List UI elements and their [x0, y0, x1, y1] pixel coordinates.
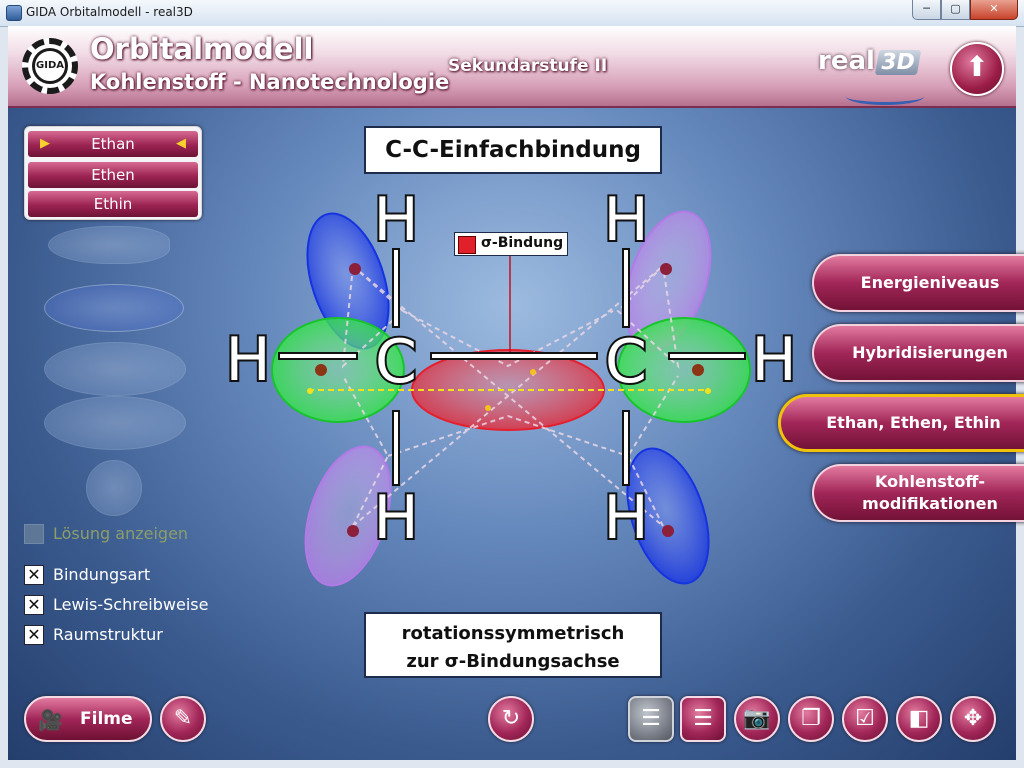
window-toggle-button[interactable]: ◧: [896, 696, 942, 742]
lewis-label: Lewis-Schreibweise: [53, 595, 209, 614]
gida-logo: GIDA: [22, 38, 78, 94]
checklist-button[interactable]: ☑: [842, 696, 888, 742]
camera-icon: 📷: [743, 706, 771, 731]
orbital-thumb-s[interactable]: [86, 460, 142, 516]
sigma-legend: σ-Bindung: [454, 232, 568, 256]
window-controls: ─ ▢ ✕: [912, 0, 1018, 20]
selector-item-ethan[interactable]: ▶ Ethan ◀: [28, 131, 198, 157]
reset-button[interactable]: ↻: [488, 696, 534, 742]
window-title: GIDA Orbitalmodell - real3D: [26, 5, 193, 19]
menu-label: Ethan, Ethen, Ethin: [826, 413, 1001, 432]
bindungsart-checkbox[interactable]: ✕: [24, 565, 44, 585]
school-level: Sekundarstufe II: [448, 56, 608, 76]
atom-c-right: C: [605, 327, 647, 397]
orbital-green-right: [617, 317, 751, 423]
up-button[interactable]: ⬆: [950, 42, 1004, 96]
copy-icon: ❐: [801, 706, 821, 731]
window-toggle-icon: ◧: [908, 706, 930, 731]
orbital-thumb-sigma[interactable]: [44, 284, 184, 332]
ethane-orbital-diagram[interactable]: H H H C C H H H: [8, 26, 1016, 760]
copy-button[interactable]: ❐: [788, 696, 834, 742]
app-icon: [6, 5, 22, 21]
app-title: Orbitalmodell: [90, 32, 314, 66]
selector-item-label: Ethen: [91, 166, 135, 184]
window-titlebar: GIDA Orbitalmodell - real3D ─ ▢ ✕: [0, 0, 1024, 27]
gida-logo-text: GIDA: [32, 48, 68, 84]
orbital-violet-left: [304, 445, 392, 587]
reset-icon: ↻: [501, 706, 521, 731]
menu-hybridisierungen[interactable]: Hybridisierungen: [812, 324, 1024, 382]
lewis-checkbox[interactable]: ✕: [24, 595, 44, 615]
app-subtitle: Kohlenstoff - Nanotechnologie: [90, 70, 450, 94]
menu-label: Energieniveaus: [860, 273, 1000, 292]
lewis-bonds-inner: [280, 250, 744, 484]
notes-button[interactable]: ✎: [160, 696, 206, 742]
atom-nuclei: [307, 263, 711, 537]
diagram-title: C-C-Einfachbindung: [364, 126, 662, 174]
atom-c-left: C: [375, 327, 417, 397]
minimize-button[interactable]: ─: [912, 0, 941, 20]
menu-energieniveaus[interactable]: Energieniveaus: [812, 254, 1024, 312]
selector-item-label: Ethan: [91, 135, 135, 153]
maximize-button[interactable]: ▢: [941, 0, 970, 20]
orbital-thumb-pi-upper[interactable]: [44, 342, 186, 396]
edit-notes-icon: ✎: [173, 706, 193, 731]
menu-icon: ☰: [693, 706, 713, 731]
atom-h-top-left: H: [373, 185, 418, 255]
atom-h-right: H: [751, 325, 796, 395]
atom-h-bottom-left: H: [373, 483, 418, 553]
close-button[interactable]: ✕: [970, 0, 1018, 20]
orbital-green-left: [271, 317, 405, 423]
app-header: GIDA Orbitalmodell Kohlenstoff - Nanotec…: [8, 26, 1016, 108]
up-arrow-icon: ⬆: [965, 50, 989, 83]
sigma-legend-swatch: [458, 236, 476, 254]
selector-item-label: Ethin: [93, 195, 133, 213]
menu-kohlenstoffmodifikationen[interactable]: Kohlenstoff- modifikationen: [812, 464, 1024, 522]
films-button[interactable]: 🎥 Filme: [24, 696, 152, 742]
app-canvas: GIDA Orbitalmodell Kohlenstoff - Nanotec…: [8, 26, 1024, 760]
checklist-icon: ☑: [855, 706, 875, 731]
orbital-blue-right: [626, 447, 710, 585]
sigma-legend-label: σ-Bindung: [481, 235, 564, 251]
menu-ethan-ethen-ethin[interactable]: Ethan, Ethen, Ethin: [778, 394, 1024, 452]
caption-line-1: rotationssymmetrisch: [401, 623, 625, 644]
raumstruktur-lines: [341, 265, 680, 527]
diagram-caption: rotationssymmetrisch zur σ-Bindungsachse: [364, 612, 662, 678]
molecule-selector: ▶ Ethan ◀ Ethen Ethin: [24, 126, 202, 220]
menu-label-line-2: modifikationen: [862, 494, 998, 513]
caption-line-2: zur σ-Bindungsachse: [406, 651, 620, 672]
menu-label-wrap: Kohlenstoff- modifikationen: [848, 471, 998, 515]
solution-label: Lösung anzeigen: [53, 524, 189, 543]
selector-item-ethin[interactable]: Ethin: [28, 191, 198, 217]
menu-label-line-1: Kohlenstoff-: [875, 472, 985, 491]
selected-arrow-left-icon: ▶: [40, 136, 50, 151]
screenshot-button[interactable]: 📷: [734, 696, 780, 742]
orbital-thumb-sp3[interactable]: [48, 226, 170, 264]
orbital-thumb-pi-lower[interactable]: [44, 396, 186, 450]
menu-button[interactable]: ☰: [680, 696, 726, 742]
raumstruktur-checkbox[interactable]: ✕: [24, 625, 44, 645]
menu-grey-button[interactable]: ☰: [628, 696, 674, 742]
selected-arrow-right-icon: ◀: [176, 136, 186, 151]
brand-swoosh: [846, 88, 924, 105]
solution-checkbox[interactable]: [24, 524, 44, 544]
selector-item-ethen[interactable]: Ethen: [28, 162, 198, 188]
move-button[interactable]: ✥: [950, 696, 996, 742]
film-camera-icon: 🎥: [38, 708, 63, 732]
move-icon: ✥: [963, 706, 983, 731]
films-label: Filme: [80, 709, 133, 729]
atom-h-left: H: [225, 325, 270, 395]
menu-label: Hybridisierungen: [852, 343, 1008, 362]
atom-h-bottom-right: H: [603, 483, 648, 553]
menu-grey-icon: ☰: [641, 706, 661, 731]
raumstruktur-label: Raumstruktur: [53, 625, 163, 644]
atom-h-top-right: H: [603, 185, 648, 255]
bindungsart-label: Bindungsart: [53, 565, 151, 584]
brand-real: real: [818, 46, 875, 76]
